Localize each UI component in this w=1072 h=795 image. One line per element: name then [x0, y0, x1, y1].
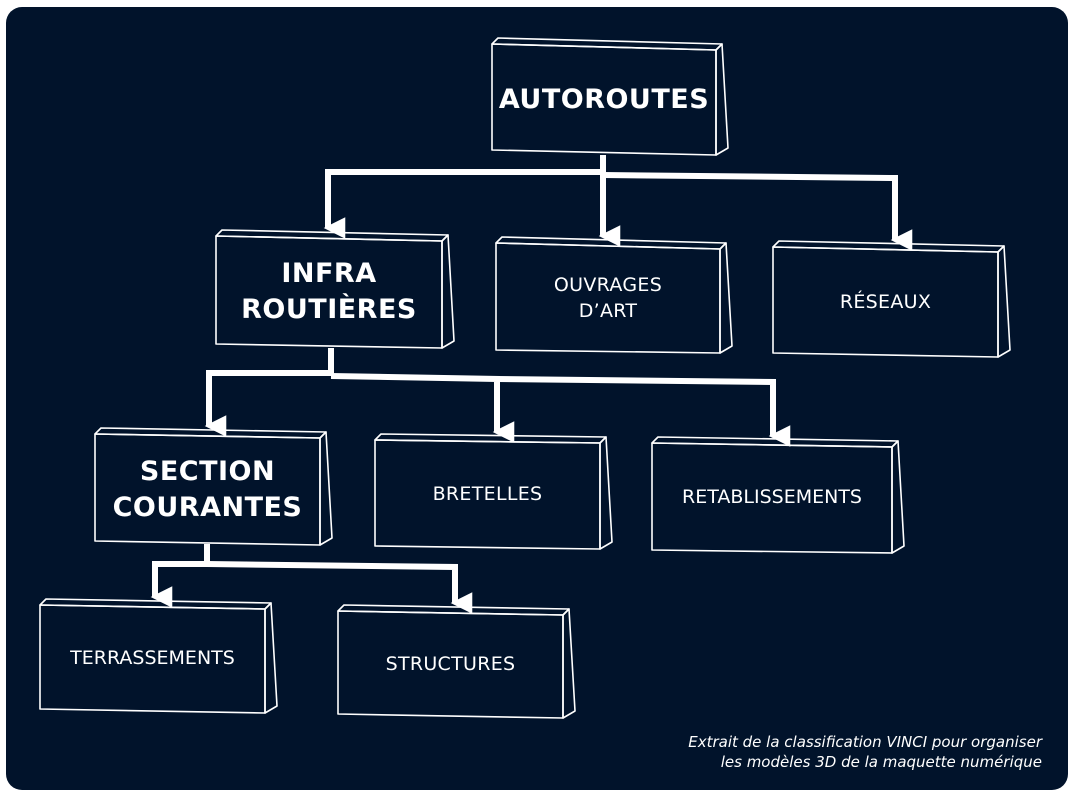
edge-infra-section-courantes — [204, 348, 334, 437]
edge-infra-retablissements — [496, 376, 791, 447]
infra-routieres-line-2: ROUTIÈRES — [241, 294, 417, 325]
node-section-courantes-label: SECTION COURANTES — [95, 436, 320, 543]
box-reseaux — [772, 240, 1011, 358]
connectors-level-1 — [323, 155, 913, 251]
caption-line-2: les modèles 3D de la maquette numérique — [720, 753, 1042, 771]
diagram-panel — [6, 7, 1068, 790]
section-courantes-line-1: SECTION — [139, 455, 276, 487]
box-terrassements — [39, 598, 278, 714]
box-autoroutes — [491, 37, 729, 156]
node-terrassements-label: TERRASSEMENTS — [70, 647, 235, 670]
edge-section-structures — [206, 561, 473, 614]
node-reseaux-label: RÉSEAUX — [839, 290, 932, 313]
node-retablissements-label: RETABLISSEMENTS — [682, 486, 862, 509]
node-infra-routieres-label: INFRA ROUTIÈRES — [216, 238, 442, 346]
node-ouvrages-dart-label: OUVRAGES D’ART — [496, 246, 720, 351]
caption-line-1: Extrait de la classification VINCI pour … — [688, 733, 1042, 751]
edge-autoroutes-infra-routieres — [323, 155, 606, 239]
node-bretelles-label: BRETELLES — [432, 483, 543, 506]
node-autoroutes-label: AUTOROUTES — [498, 83, 710, 115]
section-courantes-line-2: COURANTES — [112, 491, 303, 523]
edge-autoroutes-reseaux — [602, 172, 913, 251]
connectors-level-3 — [150, 544, 473, 614]
ouvrages-dart-line-2: D’ART — [578, 299, 638, 322]
box-section-courantes — [94, 427, 333, 546]
caption: Extrait de la classification VINCI pour … — [688, 732, 1042, 772]
box-ouvrages-dart — [495, 236, 733, 354]
box-bretelles — [374, 433, 613, 550]
node-structures-label: STRUCTURES — [385, 652, 516, 675]
edge-infra-bretelles — [330, 373, 515, 443]
edge-section-terrassements — [150, 544, 210, 608]
box-structures — [337, 604, 576, 719]
connectors-level-2 — [204, 348, 791, 447]
ouvrages-dart-line-1: OUVRAGES — [553, 274, 663, 297]
box-retablissements — [651, 436, 905, 554]
box-infra-routieres — [215, 229, 455, 349]
infra-routieres-line-1: INFRA — [281, 258, 377, 290]
